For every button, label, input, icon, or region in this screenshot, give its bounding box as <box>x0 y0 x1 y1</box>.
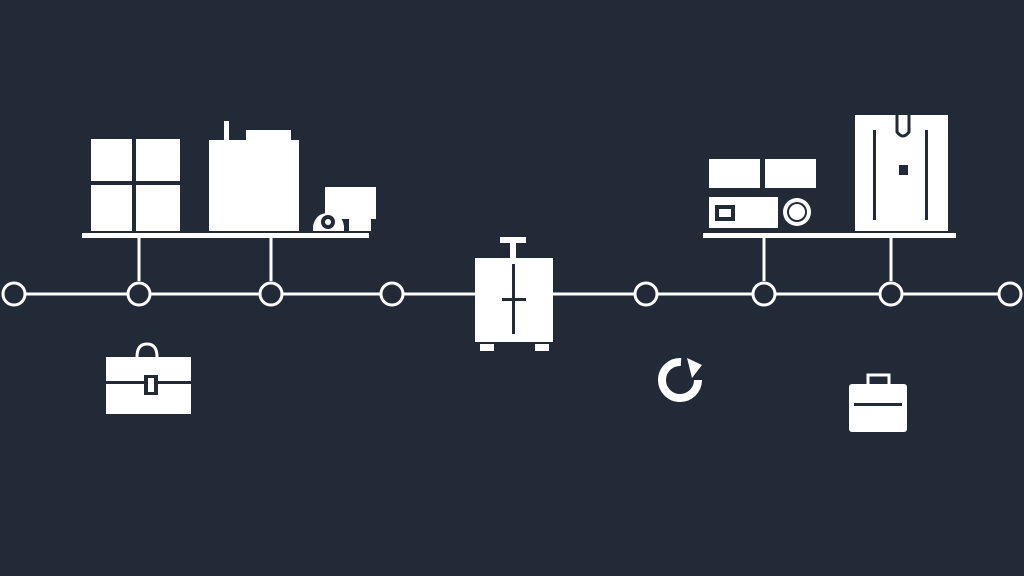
left-shelf <box>82 233 369 281</box>
toolbox-icon <box>849 373 907 432</box>
wardrobe-box-icon <box>855 115 948 231</box>
timeline-node-2 <box>126 281 152 307</box>
timeline-node-6 <box>751 281 777 307</box>
timeline-node-8 <box>997 281 1023 307</box>
right-shelf-plank <box>703 233 956 238</box>
timeline-node-4 <box>379 281 405 307</box>
timeline-node-5 <box>633 281 659 307</box>
right-shelf <box>703 233 956 281</box>
left-shelf-plank <box>82 233 369 238</box>
timeline-node-1 <box>1 281 27 307</box>
stacked-crates-icon <box>709 159 816 188</box>
briefcase-icon <box>106 342 191 414</box>
cardboard-box-icon <box>209 121 299 231</box>
timeline-nodes <box>1 281 1023 307</box>
suitcase-icon <box>475 237 553 351</box>
delivery-truck-icon <box>313 187 376 231</box>
timeline-node-7 <box>878 281 904 307</box>
window-box-icon <box>91 139 180 231</box>
projector-icon <box>709 196 813 228</box>
timeline-node-3 <box>258 281 284 307</box>
refresh-cycle-icon <box>658 357 702 402</box>
